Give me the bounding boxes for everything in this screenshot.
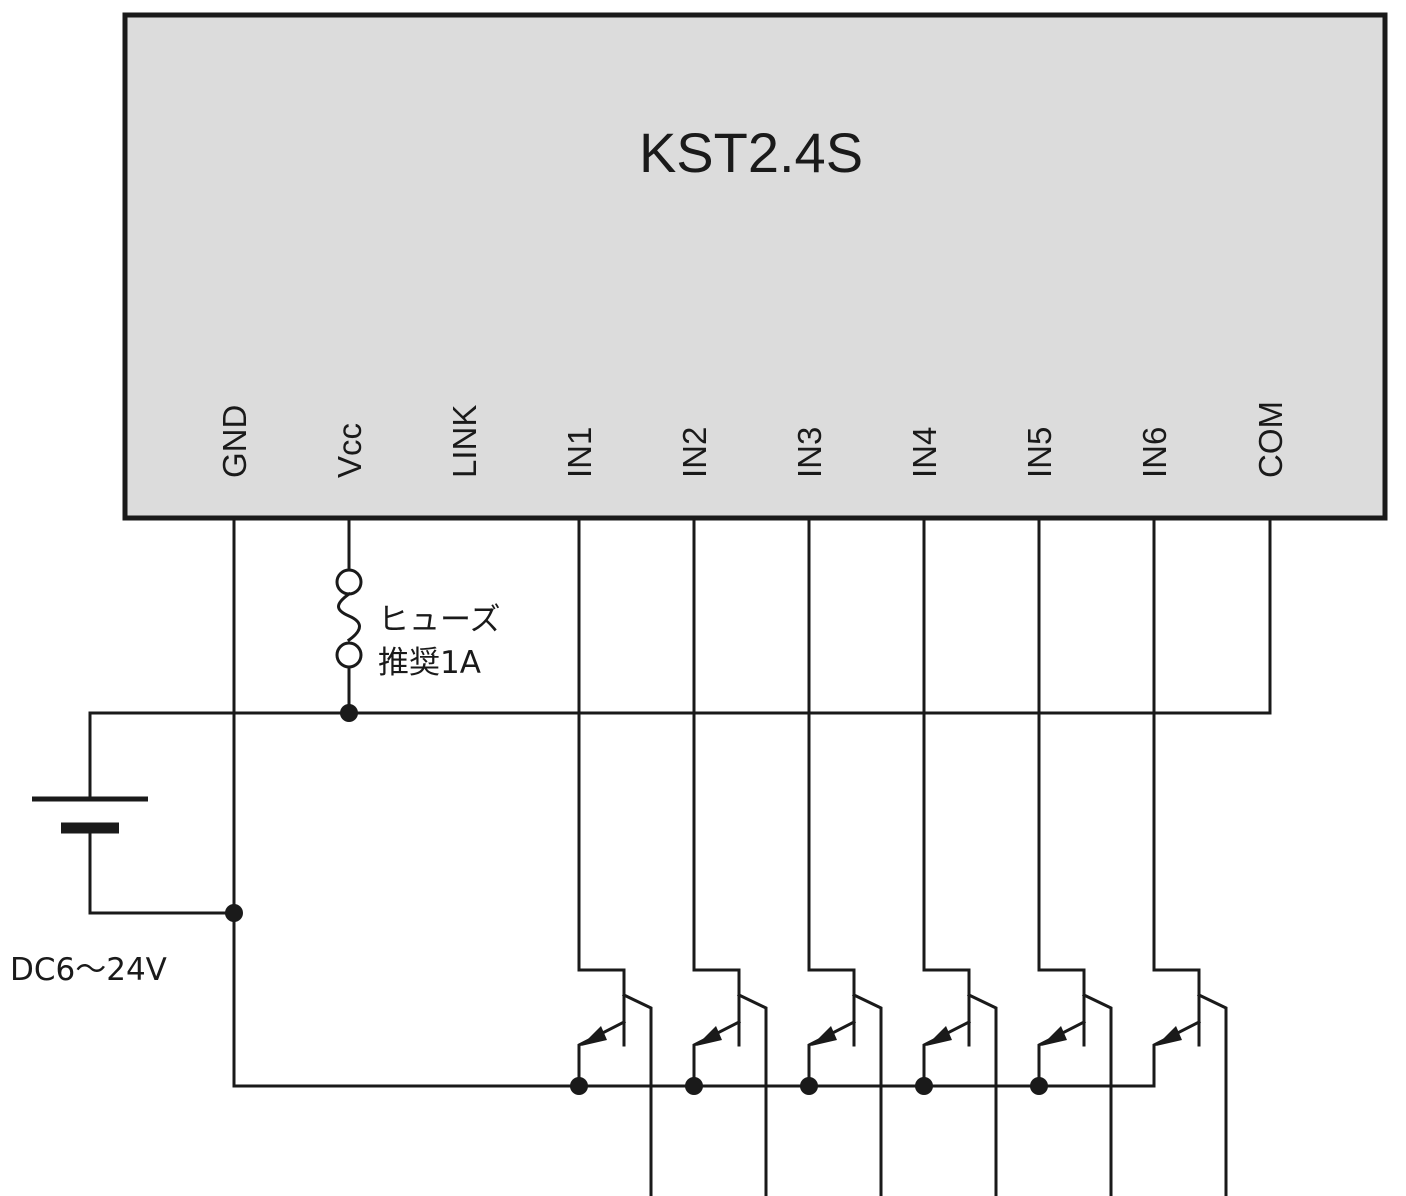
pin-labels: GND Vcc LINK IN1 IN2 IN3 IN4 IN5 IN6 COM: [216, 401, 1289, 478]
battery: DC6～24V: [10, 796, 167, 988]
wire-in3: [807, 516, 856, 972]
fuse-element: [337, 591, 361, 643]
transistor-emitter-arrow: [1156, 1026, 1182, 1046]
transistor-1: [577, 968, 653, 1196]
fuse: ヒューズ 推奨1A: [335, 568, 500, 681]
transistor-3: [807, 968, 883, 1196]
junction-dots: [225, 704, 1048, 1095]
pin-label-in5: IN5: [1021, 427, 1058, 478]
wire-battery-negative: [88, 826, 236, 915]
transistor-collector: [966, 992, 998, 1196]
pin-label-in1: IN1: [561, 427, 598, 478]
wire-in1: [577, 516, 626, 972]
wire-in2: [692, 516, 741, 972]
module-title: KST2.4S: [639, 121, 863, 184]
junction-dot: [685, 1077, 703, 1095]
pin-label-in3: IN3: [791, 427, 828, 478]
junction-dot: [800, 1077, 818, 1095]
junction-dot: [1030, 1077, 1048, 1095]
transistor-emitter-arrow: [811, 1026, 837, 1046]
junction-dot: [915, 1077, 933, 1095]
transistor-collector: [1196, 992, 1228, 1196]
transistor-array: [577, 968, 1228, 1196]
junction-dot: [340, 704, 358, 722]
wire-in4: [922, 516, 971, 972]
transistor-collector: [851, 992, 883, 1196]
transistor-emitter: [577, 1019, 627, 1088]
transistor-6: [1152, 968, 1228, 1196]
pin-label-com: COM: [1252, 401, 1289, 478]
transistor-emitter: [1037, 1019, 1087, 1088]
fuse-label-line1: ヒューズ: [378, 602, 500, 638]
junction-dot: [225, 904, 243, 922]
transistor-emitter: [1152, 1019, 1202, 1088]
pin-label-in2: IN2: [676, 427, 713, 478]
module-box: [122, 12, 1388, 521]
fuse-top-terminal: [335, 568, 363, 596]
transistor-collector: [621, 992, 653, 1196]
transistor-emitter: [807, 1019, 857, 1088]
transistor-collector: [736, 992, 768, 1196]
transistor-4: [922, 968, 998, 1196]
transistor-emitter-arrow: [581, 1026, 607, 1046]
transistor-2: [692, 968, 768, 1196]
pin-label-gnd: GND: [216, 405, 253, 478]
fuse-label-line2: 推奨1A: [378, 645, 481, 681]
transistor-emitter-arrow: [926, 1026, 952, 1046]
pin-label-vcc: Vcc: [331, 423, 368, 478]
transistor-emitter: [692, 1019, 742, 1088]
fuse-bottom-terminal: [335, 641, 363, 669]
wire-in6: [1152, 516, 1201, 972]
transistor-emitter-arrow: [696, 1026, 722, 1046]
transistor-emitter: [922, 1019, 972, 1088]
junction-dot: [570, 1077, 588, 1095]
wire-positive-rail: [88, 711, 1272, 801]
transistor-5: [1037, 968, 1113, 1196]
pin-label-in6: IN6: [1136, 427, 1173, 478]
wire-in5: [1037, 516, 1086, 972]
pin-label-link: LINK: [446, 405, 483, 478]
power-supply-label: DC6～24V: [10, 952, 167, 988]
transistor-collector: [1081, 992, 1113, 1196]
transistor-emitter-arrow: [1041, 1026, 1067, 1046]
pin-label-in4: IN4: [906, 427, 943, 478]
